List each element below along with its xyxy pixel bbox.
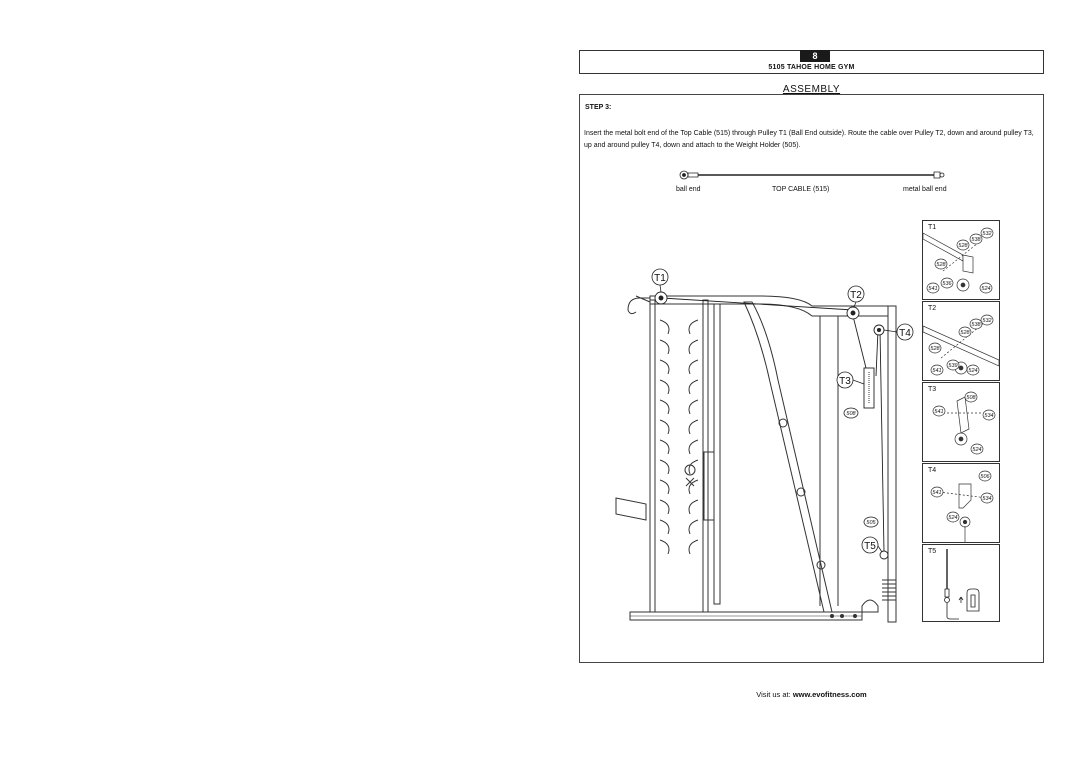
- callout-t3-label: T3: [839, 376, 851, 387]
- step-instructions: Insert the metal bolt end of the Top Cab…: [584, 130, 1034, 149]
- callout-t5-label: T5: [864, 541, 876, 552]
- detail-panel-t1: T1 532 538 528 528 536 541 524: [922, 220, 1000, 300]
- detail-part-label: 528: [960, 330, 970, 336]
- detail-panel-t5: T5: [922, 544, 1000, 622]
- page-number: 8: [800, 50, 830, 62]
- callout-505: [863, 516, 879, 528]
- detail-part-label: 541: [928, 286, 937, 292]
- gym-frame: [615, 295, 897, 623]
- callout-t5: [861, 536, 879, 554]
- detail-panel-label: T4: [928, 467, 937, 474]
- detail-part-label: 538: [971, 237, 981, 243]
- detail-part-label: 541: [932, 490, 941, 496]
- pulley-t5-icon: [879, 550, 889, 560]
- detail-part-label: 541: [934, 409, 943, 415]
- callout-t4-label: T4: [899, 328, 911, 339]
- detail-t5-drawing: [944, 549, 980, 620]
- detail-panel-label: T3: [928, 386, 937, 393]
- detail-part-label: 528: [936, 262, 946, 268]
- detail-panel-t4: T4 506 541 534 524: [922, 463, 1000, 543]
- detail-part-label: 524: [968, 368, 977, 374]
- detail-panel-label: T5: [928, 548, 937, 555]
- cable-route: [661, 297, 885, 553]
- detail-part-label: 524: [972, 447, 981, 453]
- detail-part-label: 532: [982, 231, 991, 237]
- detail-part-label: 524: [948, 515, 957, 521]
- detail-t1-drawing: 532 538 528 528 536 541 524: [922, 227, 994, 294]
- detail-part-label: 534: [984, 413, 993, 419]
- main-callouts: [651, 268, 914, 554]
- cable-ball-end-label: ball end: [676, 186, 701, 193]
- cable-name-label: TOP CABLE (515): [772, 186, 830, 193]
- detail-part-label: 528: [930, 346, 940, 352]
- content-frame: [579, 94, 1044, 663]
- detail-t4-drawing: 506 541 534 524: [930, 470, 994, 542]
- detail-t2-drawing: 532 538 528 528 539 541 524: [922, 314, 1000, 376]
- detail-part-label: 524: [981, 286, 990, 292]
- detail-part-label: 541: [932, 368, 941, 374]
- detail-part-label: 538: [971, 322, 981, 328]
- detail-panel-t3: T3 508 541 534 524: [922, 382, 1000, 462]
- detail-panel-label: T1: [928, 224, 937, 231]
- detail-part-label: 506: [980, 474, 990, 480]
- callout-t1-label: T1: [654, 273, 666, 284]
- section-title: ASSEMBLY: [782, 84, 841, 95]
- footer: Visit us at: www.evofitness.com: [579, 690, 1044, 699]
- cable-metal-end-label: metal ball end: [903, 186, 947, 193]
- document-title: 5105 TAHOE HOME GYM: [768, 64, 855, 71]
- footer-prefix: Visit us at:: [756, 690, 791, 699]
- callout-t2-label: T2: [850, 290, 862, 301]
- detail-part-label: 534: [982, 496, 991, 502]
- pulleys: [654, 291, 889, 560]
- detail-t3-drawing: 508 541 534 524: [932, 391, 996, 455]
- detail-part-label: 532: [982, 318, 991, 324]
- detail-part-label: 536: [942, 281, 952, 287]
- detail-part-label: 528: [958, 243, 968, 249]
- step-label: STEP 3:: [585, 104, 612, 111]
- top-cable-illustration: [679, 170, 945, 180]
- callout-505-label: 505: [866, 520, 876, 526]
- detail-part-label: 539: [948, 363, 957, 369]
- detail-panel-label: T2: [928, 305, 937, 312]
- callout-508-label: 508: [846, 411, 856, 417]
- footer-url[interactable]: www.evofitness.com: [792, 690, 867, 699]
- detail-part-label: 508: [966, 395, 976, 401]
- detail-panel-t2: T2 532 538 528 528 539 541 524: [922, 301, 1000, 381]
- callout-508: [843, 407, 859, 419]
